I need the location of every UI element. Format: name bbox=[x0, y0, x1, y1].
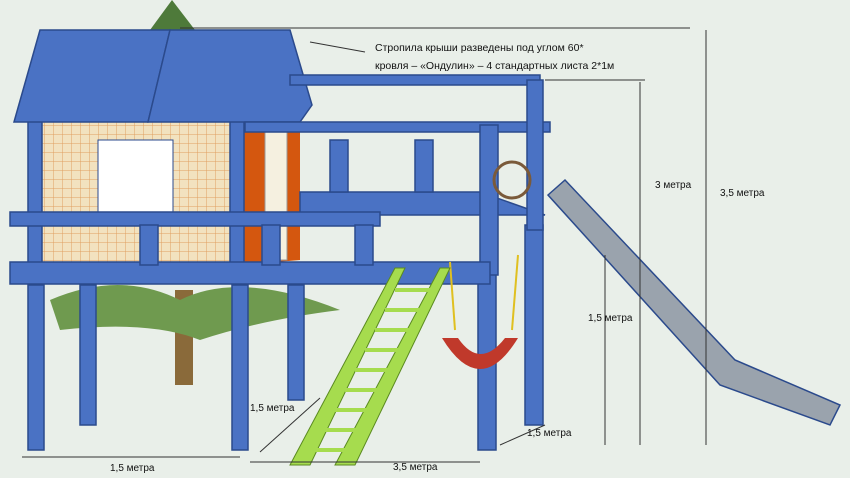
steering-wheel bbox=[492, 160, 532, 200]
slide bbox=[546, 178, 842, 426]
dimension-lines bbox=[22, 27, 707, 463]
dim-3m: 3 метра bbox=[655, 180, 692, 191]
swing bbox=[442, 254, 519, 369]
tree bbox=[50, 0, 340, 385]
window bbox=[97, 139, 174, 216]
dim-deck-height: 1,5 метра bbox=[588, 313, 633, 324]
roof-right bbox=[147, 29, 313, 123]
deck bbox=[9, 74, 551, 285]
dim-right-depth: 1,5 метра bbox=[527, 428, 572, 439]
rafters-note: Стропила крыши разведены под углом 60* bbox=[375, 42, 584, 54]
support-posts bbox=[27, 224, 544, 451]
dim-house-width: 1,5 метра bbox=[110, 463, 155, 474]
roofing-note: кровля – «Ондулин» – 4 стандартных листа… bbox=[375, 60, 614, 72]
roof-left bbox=[13, 29, 171, 123]
dim-deck-width: 3,5 метра bbox=[393, 462, 438, 473]
ladder bbox=[289, 267, 451, 466]
dim-3-5m-height: 3,5 метра bbox=[720, 188, 765, 199]
dim-ladder-depth: 1,5 метра bbox=[250, 403, 295, 414]
